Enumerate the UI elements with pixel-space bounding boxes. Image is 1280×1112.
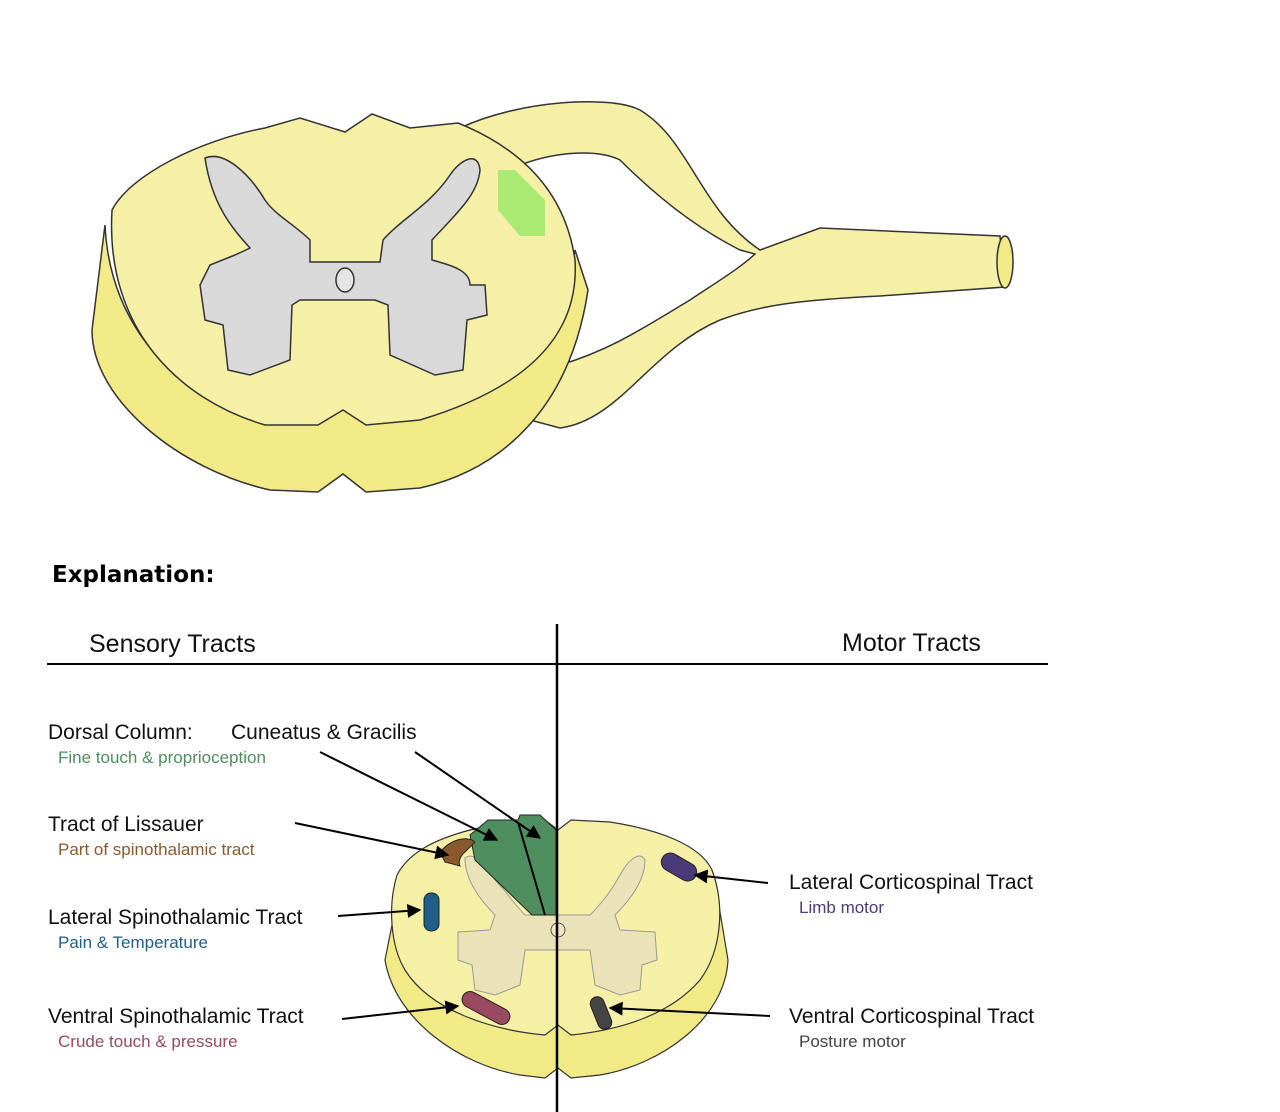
lateral-spinothalamic-sublabel: Pain & Temperature [58,933,208,952]
lateral-corticospinal-sublabel: Limb motor [799,898,885,917]
arrow-ventral-spinothalamic [341,1000,460,1020]
motor-tracts-title: Motor Tracts [842,629,981,657]
dorsal-column-label-2: Cuneatus & Gracilis [231,721,417,744]
highlighted-tract [498,170,545,236]
ventral-spinothalamic-sublabel: Crude touch & pressure [58,1032,238,1051]
dorsal-column-midline-line [517,821,546,916]
lateral-corticospinal-label: Lateral Corticospinal Tract [789,871,1033,894]
arrow-ventral-corticospinal [608,1001,771,1017]
arrow-lissauer [294,822,450,860]
dorsal-column-label: Dorsal Column: [48,721,193,744]
gray-matter [199,155,488,376]
spinal-nerve [458,100,1014,429]
ventral-corticospinal-label: Ventral Corticospinal Tract [789,1005,1035,1028]
central-canal [335,267,355,293]
lissauer-sublabel: Part of spinothalamic tract [58,840,255,859]
ventral-corticospinal-tract [589,996,613,1030]
lateral-spinothalamic-label: Lateral Spinothalamic Tract [48,906,303,929]
lateral-spinothalamic-tract [423,892,440,932]
arrow-lateral-spinothalamic [337,903,422,918]
lissauer-label: Tract of Lissauer [48,813,204,836]
explanation-heading: Explanation: [52,562,215,588]
ventral-spinothalamic-label: Ventral Spinothalamic Tract [48,1005,304,1028]
dorsal-column-sublabel: Fine touch & proprioception [58,748,266,767]
arrow-lateral-corticospinal [693,869,769,884]
ventral-spinothalamic-tract [461,991,511,1025]
ventral-corticospinal-sublabel: Posture motor [799,1032,906,1051]
arrow-dorsal-column-1 [319,751,499,841]
arrow-dorsal-column-2 [414,751,542,839]
sensory-tracts-title: Sensory Tracts [89,630,256,658]
